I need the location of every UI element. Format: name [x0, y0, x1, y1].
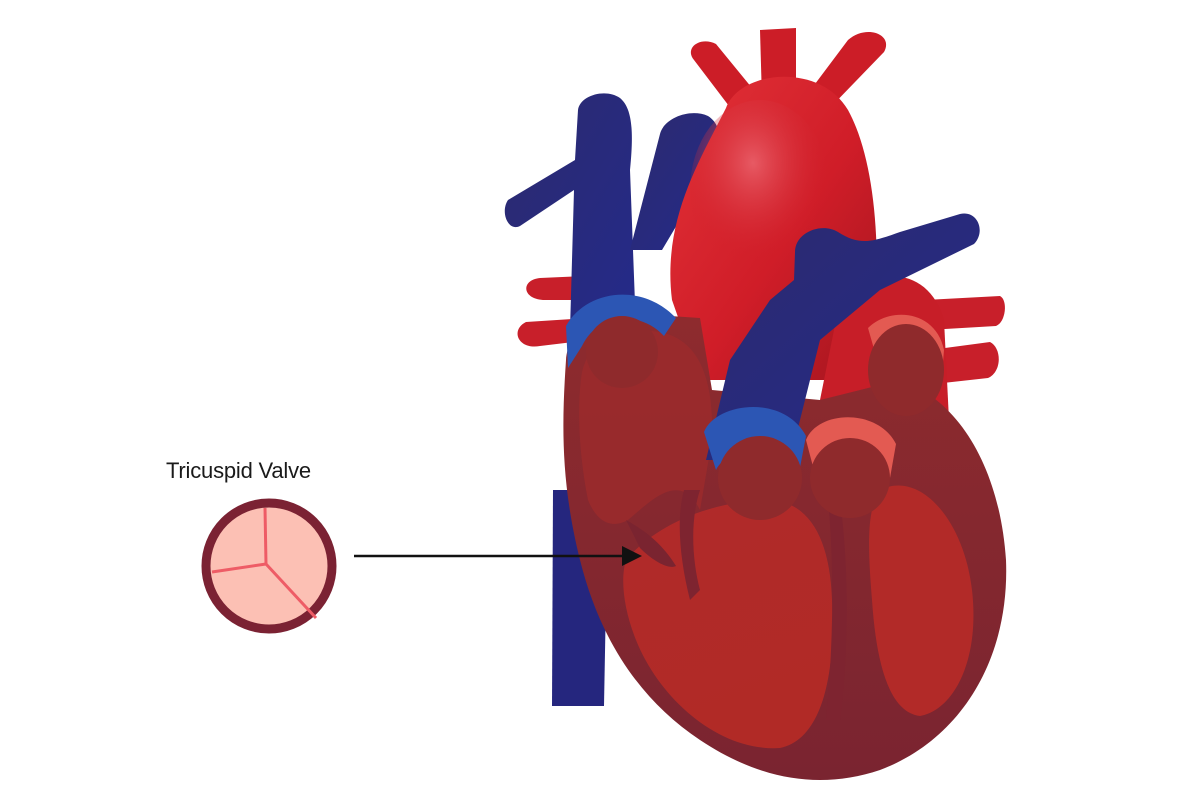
callout-label: Tricuspid Valve	[166, 458, 311, 483]
valve-openings	[586, 316, 944, 520]
valve-cross-section-icon	[201, 498, 337, 634]
pulmonary-artery	[706, 213, 980, 460]
heart-body	[563, 313, 1007, 780]
superior-vena-cava	[504, 93, 720, 330]
callout-arrow	[354, 546, 642, 566]
aorta	[670, 28, 887, 381]
right-pulmonary-veins	[925, 296, 1005, 384]
